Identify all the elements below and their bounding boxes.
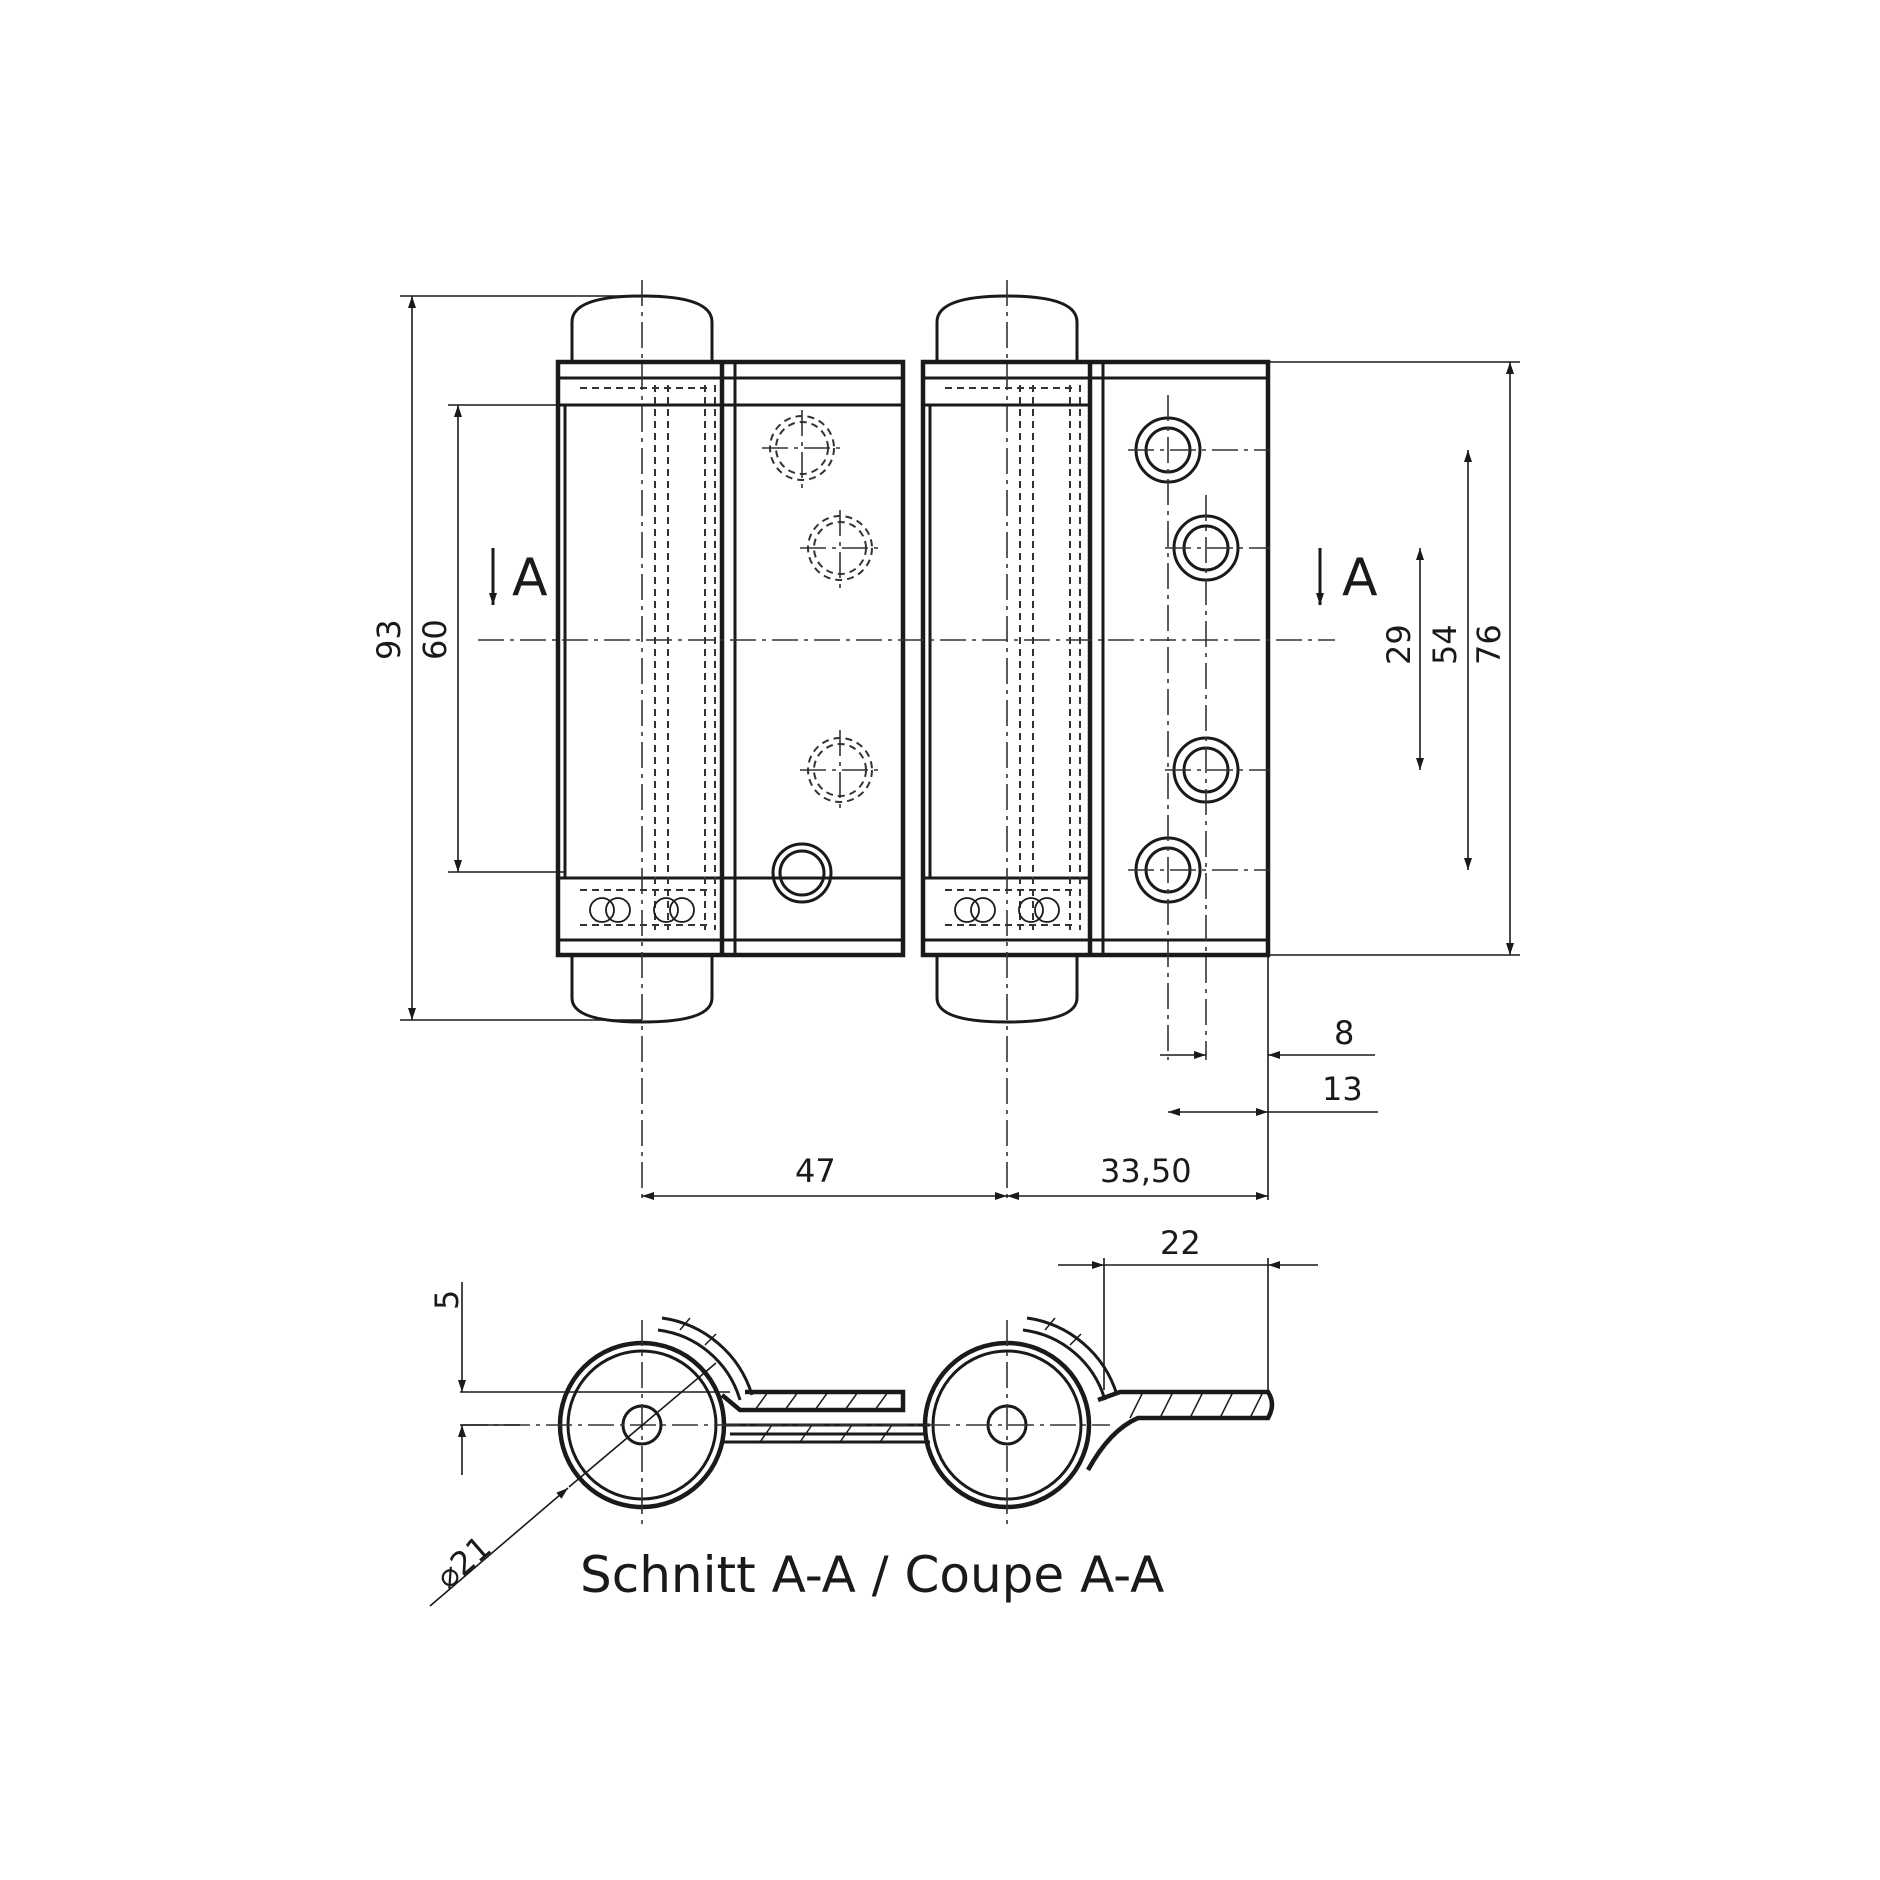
dimension-lines	[400, 295, 1520, 1200]
dim-hole-offset-near: 8	[1334, 1014, 1354, 1052]
dim-barrel-to-leaf-edge: 33,50	[1100, 1152, 1192, 1190]
dim-barrel-diameter: ⌀21	[428, 1528, 498, 1596]
dim-leaf-height: 76	[1470, 624, 1508, 665]
center-lines	[478, 280, 1335, 1200]
front-view: A A	[370, 280, 1520, 1200]
section-caption: Schnitt A-A / Coupe A-A	[580, 1546, 1164, 1604]
dimension-texts: 93 60 76 54 29 8 13 47 33,50	[370, 619, 1508, 1190]
section-marker-right: A	[1342, 548, 1378, 608]
section-marker-left: A	[512, 548, 548, 608]
dim-section-leaf-thickness: 5	[428, 1290, 466, 1310]
dim-hole-offset-far: 13	[1322, 1070, 1363, 1108]
section-markers: A A	[489, 548, 1378, 608]
dim-outer-hole-spacing: 54	[1426, 624, 1464, 665]
section-hatching	[679, 1317, 1264, 1443]
dim-pin-spacing-height: 60	[416, 619, 454, 660]
section-view: 22 5 ⌀21 Schnitt A-A / Coupe A-A	[428, 1224, 1318, 1607]
dim-overall-height: 93	[370, 619, 408, 660]
right-hinge-block	[920, 359, 1271, 958]
dim-inner-hole-spacing: 29	[1380, 624, 1418, 665]
dim-section-leaf-width: 22	[1160, 1224, 1201, 1262]
left-hinge-block	[555, 359, 906, 958]
dim-barrel-center-distance: 47	[795, 1152, 836, 1190]
